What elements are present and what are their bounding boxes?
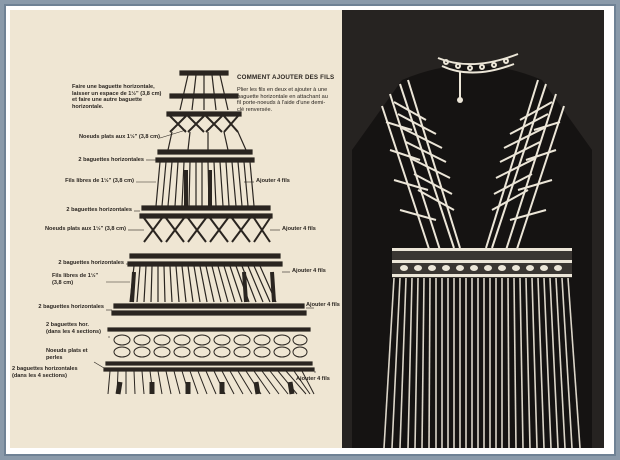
instructions-text: Plier les fils en deux et ajouter à une … bbox=[237, 87, 328, 113]
label-noeuds-1: Noeuds plats aux 1½" (3,8 cm) bbox=[79, 134, 160, 140]
label-ajouter-2: Ajouter 4 fils bbox=[282, 226, 316, 232]
macrame-diagram bbox=[93, 70, 316, 395]
label-ajouter-3: Ajouter 4 fils bbox=[292, 268, 326, 274]
instruction-page: Faire une baguette horizontale, laisser … bbox=[10, 10, 342, 448]
label-noeuds-perles: Noeuds plats et perles bbox=[46, 348, 88, 361]
label-top: Faire une baguette horizontale, laisser … bbox=[72, 84, 162, 110]
label-baguettes-5: 2 baguettes horizontales (dans les 4 sec… bbox=[12, 366, 78, 379]
dress-illustration bbox=[342, 10, 604, 448]
label-baguettes-2: 2 baguettes horizontales bbox=[66, 207, 132, 213]
label-baguettes-3: 2 baguettes horizontales bbox=[58, 260, 124, 266]
section-heading: COMMENT AJOUTER DES FILS bbox=[237, 74, 335, 81]
label-baguettes-1: 2 baguettes horizontales bbox=[78, 157, 144, 163]
label-ajouter-4: Ajouter 4 fils bbox=[306, 302, 340, 308]
label-fils-1: Fils libres de 1½" (3,8 cm) bbox=[65, 178, 134, 184]
label-baguettes-4: 2 baguettes horizontales bbox=[38, 304, 104, 310]
label-ajouter-1: Ajouter 4 fils bbox=[256, 178, 290, 184]
label-ajouter-5: Ajouter 4 fils bbox=[296, 376, 330, 382]
label-noeuds-2: Noeuds plats aux 1½" (3,8 cm) bbox=[45, 226, 126, 232]
label-fils-2: Fils libres de 1½" (3,8 cm) bbox=[52, 273, 99, 286]
label-baguettes-hor: 2 baguettes hor. (dans les 4 sections) bbox=[46, 322, 102, 335]
dress-photo bbox=[342, 10, 604, 448]
